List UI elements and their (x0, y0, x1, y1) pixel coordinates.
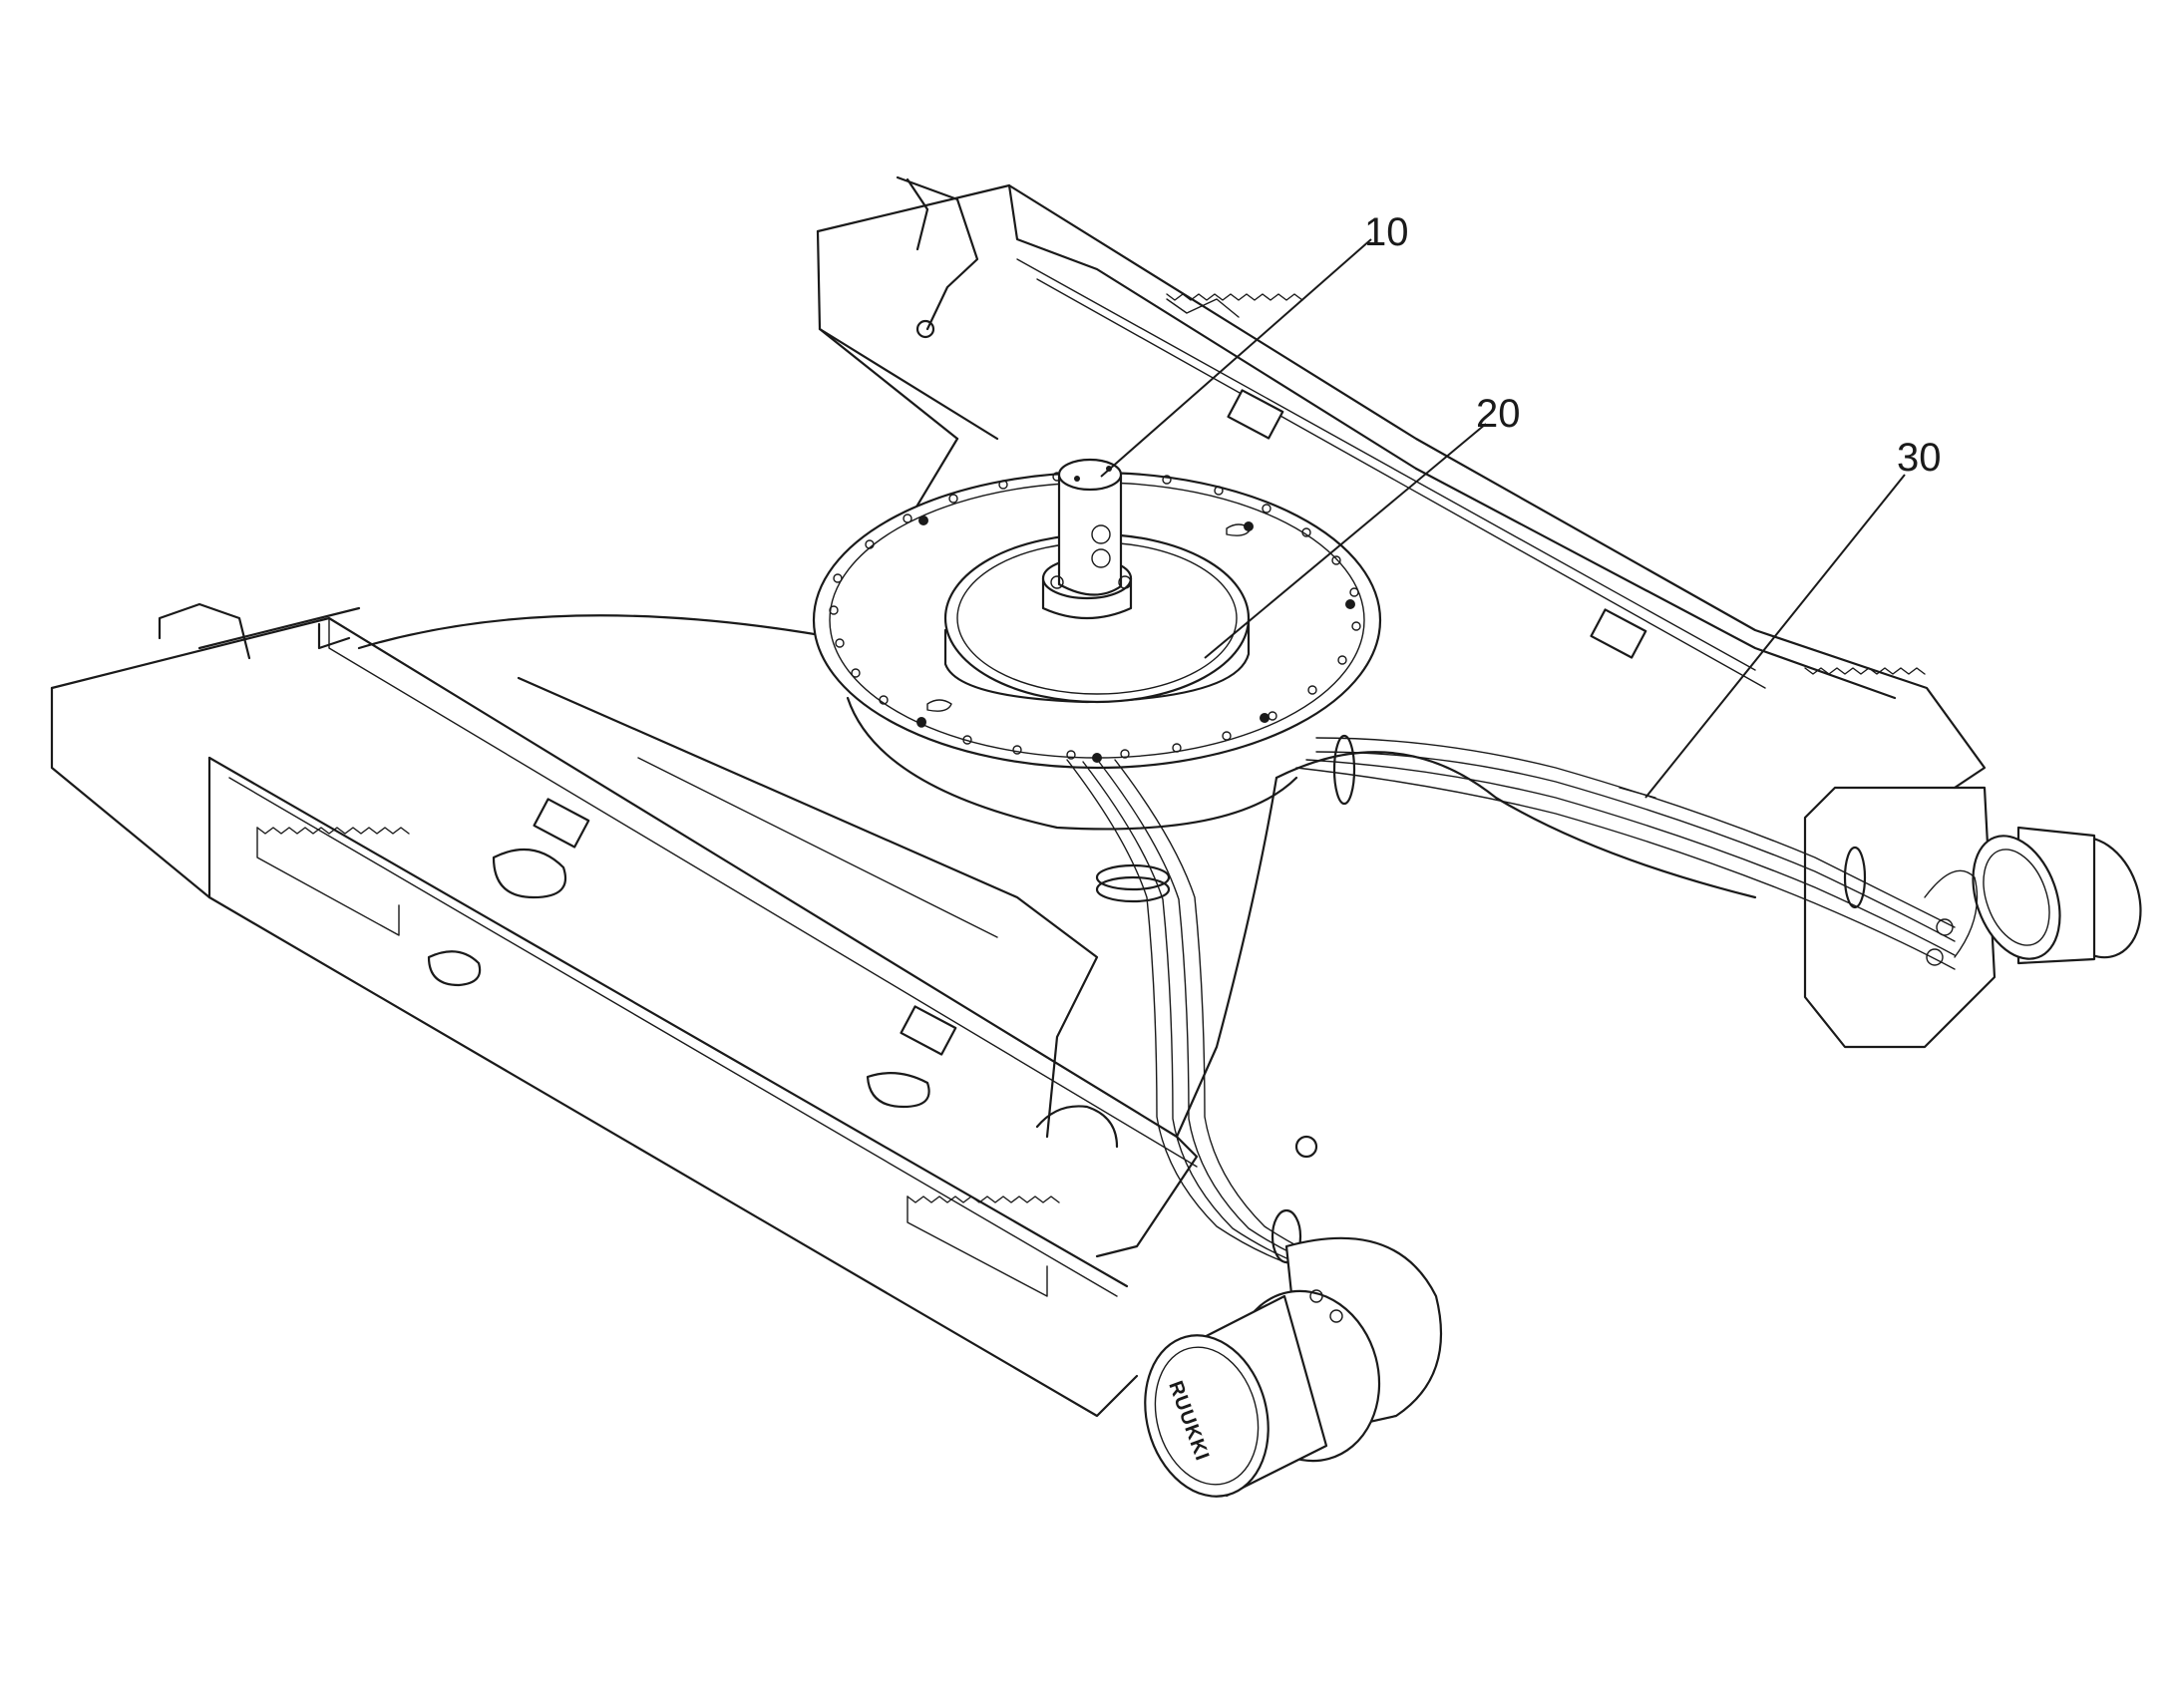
center-body (357, 437, 1757, 1159)
reference-labels: 10 20 30 (1100, 210, 1942, 799)
rotary-joint (1041, 458, 1133, 620)
left-track-frame (50, 602, 1199, 1418)
right-travel-motor (1924, 826, 2142, 966)
leader-30 (1644, 474, 1906, 799)
label-30: 30 (1897, 436, 1942, 480)
label-20: 20 (1476, 392, 1521, 436)
label-10: 10 (1364, 210, 1409, 254)
left-travel-motor: RUUKKI (1144, 1236, 1443, 1498)
leader-20 (1204, 423, 1487, 659)
leader-10 (1100, 238, 1372, 478)
hose-bundle-left (1066, 759, 1385, 1279)
hose-bundle-right (1295, 734, 1956, 970)
right-track-frame (816, 175, 1997, 1049)
